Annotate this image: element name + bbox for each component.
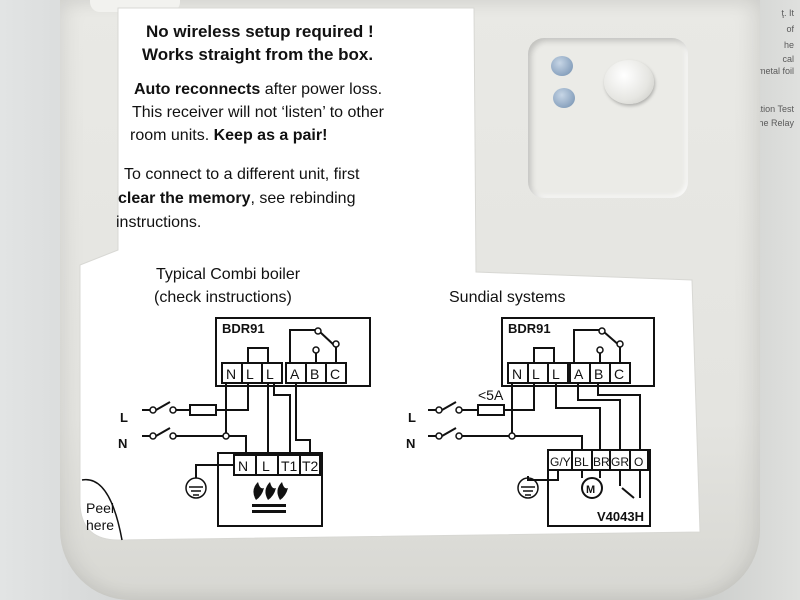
background-doc-text: of: [786, 24, 794, 34]
sundial-neutral-label: N: [406, 436, 415, 451]
keep-pair-bold: Keep as a pair!: [213, 127, 328, 144]
sundial-relay-terminal: A: [574, 366, 584, 382]
heading-line-2: Works straight from the box.: [142, 45, 374, 64]
combi-neutral-label: N: [118, 436, 127, 451]
listen-line: This receiver will not ‘listen’ to other: [132, 104, 384, 121]
valve-terminal: BL: [574, 455, 589, 469]
valve-terminal: BR: [593, 455, 610, 469]
background-doc-text: cal: [782, 54, 794, 64]
combi-relay-terminal: A: [290, 366, 300, 382]
combi-relay-box: [215, 317, 371, 387]
sundial-switch-dots: [435, 327, 624, 440]
motor-label: M: [586, 484, 595, 496]
room-units-text: room units.: [130, 127, 214, 144]
motor-icon: [581, 477, 603, 499]
combi-relay-terminal: L: [246, 366, 254, 382]
combi-line-label: L: [120, 410, 128, 425]
background-doc-text: he Relay: [758, 118, 794, 128]
keep-pair-line: room units. Keep as a pair!: [130, 127, 327, 145]
fuse-rating: <5A: [478, 387, 504, 403]
auto-reconnect-bold: Auto reconnects: [134, 81, 261, 98]
valve-terminal: G/Y: [550, 455, 571, 469]
combi-relay-terminal: C: [330, 366, 340, 382]
auto-reconnect-rest: after power loss.: [260, 81, 383, 98]
boiler-terminal: T2: [302, 458, 319, 474]
valve-terminal: GR: [611, 455, 629, 469]
flame-icon: [252, 482, 288, 513]
boiler-terminal: N: [238, 458, 248, 474]
boiler-terminal: L: [262, 458, 270, 474]
sundial-relay-terminal: B: [594, 366, 603, 382]
valve-terminal: O: [634, 455, 643, 469]
combi-relay-terminal: B: [310, 366, 319, 382]
sundial-title: Sundial systems: [449, 289, 566, 306]
sundial-relay-terminal: C: [614, 366, 624, 382]
boiler-terminal: T1: [281, 458, 298, 474]
combi-relay-model: BDR91: [222, 321, 265, 336]
label-background: [79, 7, 701, 541]
connect-line-2: clear the memory, see rebinding: [118, 190, 355, 208]
bind-push-button[interactable]: [604, 60, 654, 104]
connect-rest: , see rebinding: [250, 190, 356, 207]
background-doc-text: ation Test: [755, 104, 794, 114]
sundial-relay-model: BDR91: [508, 321, 551, 336]
background-doc-text: metal foil: [757, 66, 794, 76]
auto-reconnect-line: Auto reconnects after power loss.: [134, 81, 382, 99]
status-led-2: [553, 88, 575, 108]
sundial-wiring-diagram: [428, 317, 655, 527]
sundial-relay-terminal: N: [512, 366, 522, 382]
sundial-line-label: L: [408, 410, 416, 425]
status-led-1: [551, 56, 573, 76]
peel-label-2[interactable]: here: [86, 517, 115, 533]
boiler-box: [217, 452, 323, 527]
background-doc-text: ţ. It: [781, 8, 794, 18]
sundial-relay-terminal: L: [532, 366, 540, 382]
instructions-line: instructions.: [116, 214, 202, 231]
valve-model: V4043H: [597, 509, 644, 524]
connect-line-1: To connect to a different unit, first: [124, 166, 360, 183]
peel-label-1[interactable]: Peel: [86, 500, 115, 516]
heading-line-1: No wireless setup required !: [146, 22, 374, 41]
combi-relay-terminal: L: [266, 366, 274, 382]
combi-switch-dots: [149, 327, 340, 440]
sundial-relay-terminal: L: [552, 366, 560, 382]
peel-corner-line: [81, 478, 123, 541]
combi-title-1: Typical Combi boiler: [156, 266, 301, 283]
background-doc-text: he: [783, 40, 794, 50]
combi-title-2: (check instructions): [154, 289, 292, 306]
combi-relay-terminal: N: [226, 366, 236, 382]
clear-memory-bold: clear the memory: [118, 190, 251, 207]
combi-wiring-diagram: [142, 317, 371, 527]
